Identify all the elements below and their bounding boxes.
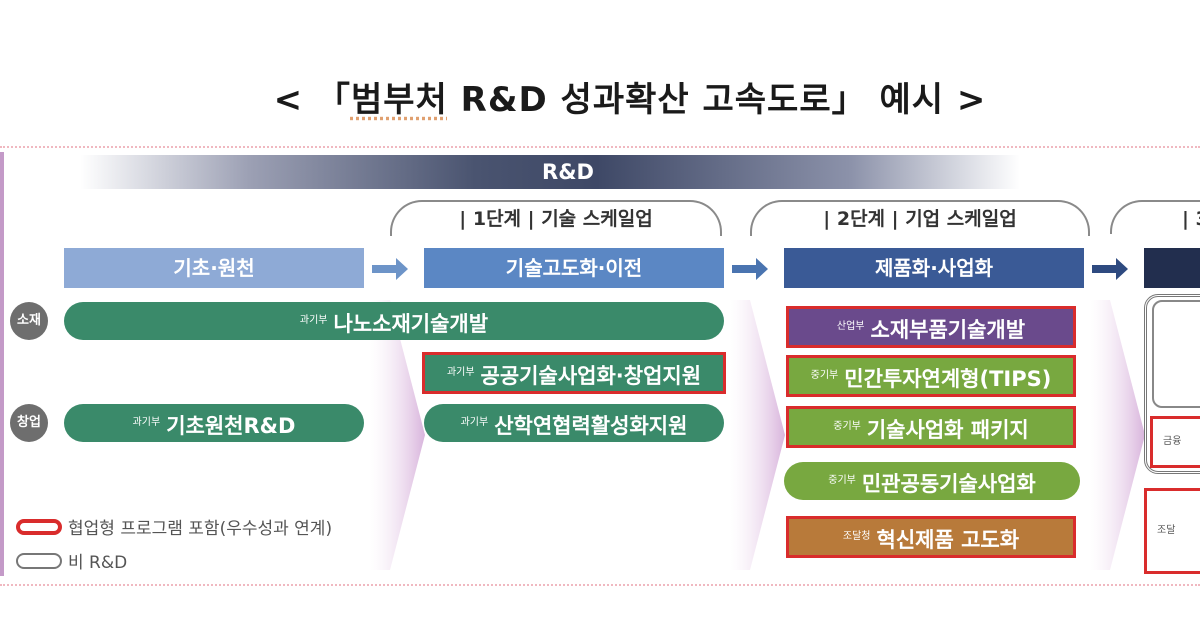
program-label: 민간투자연계형(TIPS) — [844, 367, 1052, 391]
program-materials-parts: 산업부 소재부품기술개발 — [786, 306, 1076, 348]
stage-3-label: | 3 — [1182, 208, 1200, 230]
phase-commercialization: 제품화·사업화 — [784, 248, 1084, 288]
stage-1-tab: | 1단계 | 기술 스케일업 — [390, 200, 722, 236]
top-dotted-divider — [0, 146, 1200, 148]
program-label: 산학연협력활성화지원 — [494, 414, 688, 438]
program-public-tech-commercialization: 과기부 공공기술사업화·창업지원 — [422, 352, 726, 394]
stage-3-tab: | 3 — [1110, 200, 1200, 234]
chevron-transition-1 — [370, 300, 425, 570]
diagram-title: < 「범부처 R&D 성과확산 고속도로」 예시 > — [0, 72, 1200, 121]
stage-2-label: | 2단계 | 기업 스케일업 — [823, 208, 1017, 230]
legend-label: 비 R&D — [68, 553, 128, 573]
stage-2-tab: | 2단계 | 기업 스케일업 — [750, 200, 1090, 236]
left-accent-bar — [0, 152, 4, 576]
program-basic-rd: 과기부 기초원천R&D — [64, 404, 364, 442]
ministry-label: 중기부 — [833, 421, 861, 432]
title-prefix: < 「 — [273, 80, 351, 120]
program-tips: 중기부 민간투자연계형(TIPS) — [786, 355, 1076, 397]
program-industry-univ-cooperation: 과기부 산학연협력활성화지원 — [424, 404, 724, 442]
legend-gray-swatch — [16, 552, 62, 569]
arrow-right-icon — [732, 258, 768, 280]
phase-basic-label: 기초·원천 — [173, 256, 255, 280]
phase-stage3 — [1144, 248, 1200, 288]
rd-band: R&D — [80, 155, 1020, 189]
program-label: 공공기술사업화·창업지원 — [480, 364, 702, 388]
program-tech-package: 중기부 기술사업화 패키지 — [786, 406, 1076, 448]
stage3-finance-box: 금융 — [1150, 416, 1200, 468]
chevron-transition-2 — [730, 300, 785, 570]
program-label: 혁신제품 고도화 — [876, 528, 1020, 552]
phase-tech-advance: 기술고도화·이전 — [424, 248, 724, 288]
program-label: 민관공동기술사업화 — [861, 472, 1036, 496]
ministry-label: 과기부 — [446, 367, 475, 378]
program-innovation-product: 조달청 혁신제품 고도화 — [786, 516, 1076, 558]
badge-startup: 창업 — [10, 404, 48, 442]
program-label: 소재부품기술개발 — [870, 318, 1026, 342]
badge-materials: 소재 — [10, 302, 48, 340]
ministry-label: 중기부 — [828, 475, 856, 486]
stage3-inner-box — [1152, 300, 1200, 408]
legend-non-rd: 비 R&D — [16, 548, 127, 573]
ministry-label: 과기부 — [132, 417, 161, 428]
program-label: 기초원천R&D — [166, 414, 296, 438]
program-label: 나노소재기술개발 — [333, 312, 489, 336]
program-nano-materials: 과기부 나노소재기술개발 — [64, 302, 724, 340]
phase-tech-advance-label: 기술고도화·이전 — [505, 256, 643, 280]
phase-commercialization-label: 제품화·사업화 — [875, 256, 993, 280]
rd-band-label: R&D — [542, 160, 594, 184]
ministry-label: 산업부 — [836, 321, 865, 332]
stage-1-label: | 1단계 | 기술 스케일업 — [459, 208, 653, 230]
stage3-procurement-box: 조달 — [1144, 488, 1200, 574]
legend-red-swatch — [16, 518, 62, 535]
bottom-dotted-divider — [0, 584, 1200, 586]
chevron-transition-3 — [1090, 300, 1145, 570]
legend-collaborative: 협업형 프로그램 포함(우수성과 연계) — [16, 514, 332, 539]
program-label: 기술사업화 패키지 — [866, 418, 1029, 442]
phase-basic: 기초·원천 — [64, 248, 364, 288]
program-public-private: 중기부 민관공동기술사업화 — [784, 462, 1080, 500]
arrow-right-icon — [372, 258, 408, 280]
ministry-label: 과기부 — [460, 417, 489, 428]
stage3-non-rd-group — [1144, 294, 1200, 474]
title-underlined: 범부처 — [350, 80, 448, 120]
title-rest: R&D 성과확산 고속도로」 예시 > — [447, 80, 987, 120]
ministry-label: 중기부 — [810, 370, 839, 381]
ministry-label: 조달청 — [842, 531, 871, 542]
ministry-label: 과기부 — [299, 315, 328, 326]
legend-label: 협업형 프로그램 포함(우수성과 연계) — [68, 519, 333, 539]
arrow-right-icon — [1092, 258, 1128, 280]
